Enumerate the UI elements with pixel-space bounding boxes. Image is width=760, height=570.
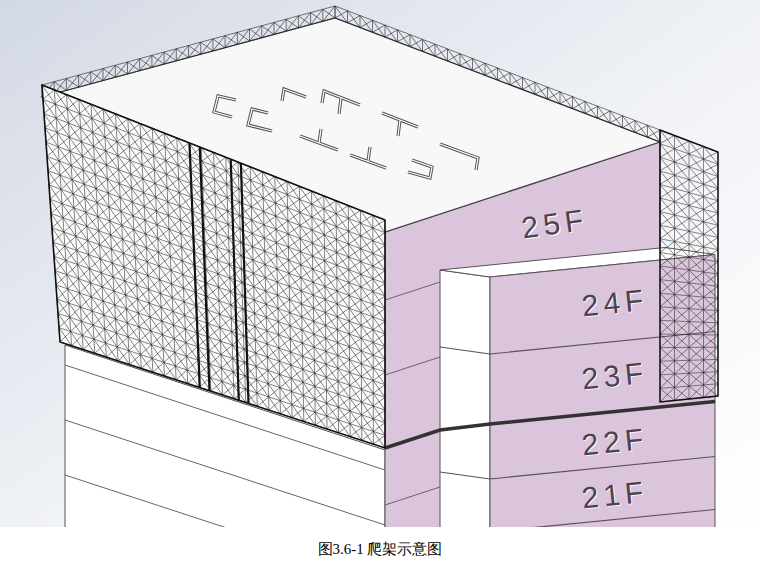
floor-label: 24F	[580, 285, 649, 322]
scaffold-mesh	[660, 130, 718, 402]
roof-opening	[214, 89, 478, 178]
scaffold-mesh	[42, 6, 335, 97]
scaffold-mesh	[335, 6, 660, 142]
block-side-face	[440, 270, 490, 530]
floor-label: 21F	[580, 477, 649, 514]
floor-line	[385, 282, 440, 505]
scaffold-backing	[42, 85, 385, 448]
floor-label: 23F	[580, 358, 649, 395]
scaffold-frame	[660, 130, 718, 402]
scaffold-ledge	[385, 402, 715, 449]
scaffold-frame	[42, 85, 385, 448]
block-front-face	[490, 255, 715, 531]
roof-opening	[214, 89, 478, 178]
scaffold-post	[190, 143, 249, 403]
floor-label: 22F	[580, 424, 649, 461]
scaffold-mesh	[42, 85, 385, 448]
caption-ground	[0, 527, 760, 570]
figure-caption: 图3.6-1 爬架示意图	[318, 540, 443, 558]
